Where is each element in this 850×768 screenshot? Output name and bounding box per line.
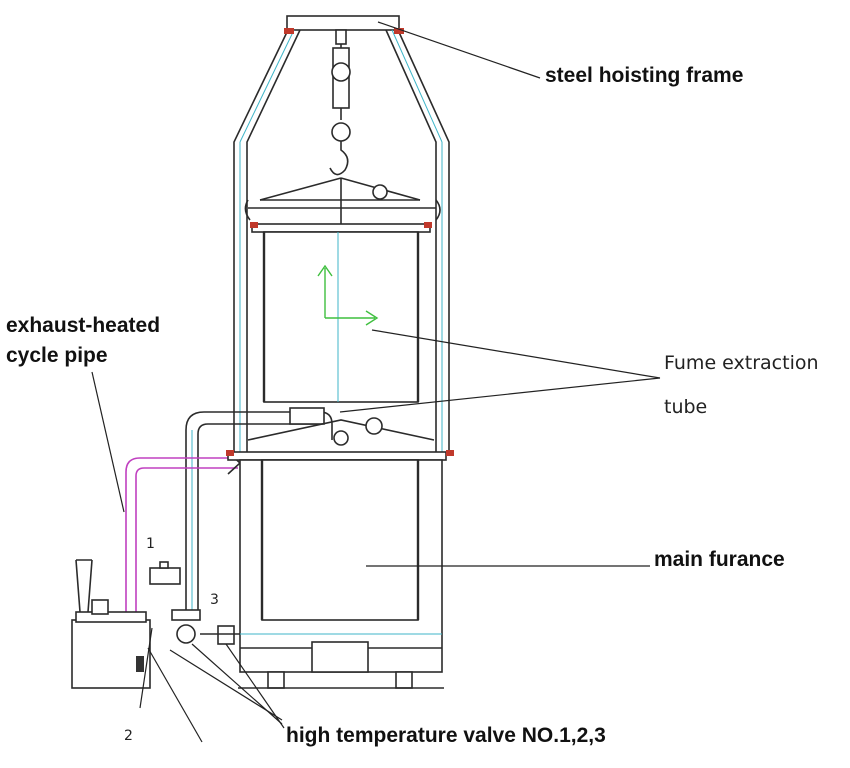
valve-2-number: 2: [124, 728, 133, 744]
valve-2: [200, 625, 240, 645]
exhaust-heated-label-line2: cycle pipe: [6, 344, 108, 367]
hoisting-frame: [233, 15, 450, 455]
leader-lines: [91, 21, 661, 743]
exhaust-heated-label-line1: exhaust-heated: [6, 314, 161, 337]
main-furnace-label: main furance: [654, 548, 785, 571]
valve-1-number: 1: [146, 536, 155, 552]
frame-left-leg: [233, 29, 301, 455]
fume-extraction-label-line1: Fume extraction: [664, 352, 819, 374]
burner-box: [71, 559, 151, 689]
direction-arrows: [317, 264, 379, 326]
valve-3-number: 3: [210, 592, 219, 608]
valve-1: [149, 561, 181, 585]
fume-extraction-label-line2: tube: [664, 396, 708, 418]
upper-vessel: [250, 222, 432, 403]
exhaust-heated-cycle-pipe: [125, 451, 242, 620]
valves-label: high temperature valve NO.1,2,3: [286, 724, 606, 747]
main-furnace: [226, 417, 454, 689]
valve-3: [171, 609, 201, 644]
steel-hoisting-frame-label: steel hoisting frame: [545, 64, 744, 87]
frame-right-leg: [385, 29, 450, 455]
fume-extraction-tube: [185, 407, 333, 615]
hoist-hook: [244, 29, 441, 228]
